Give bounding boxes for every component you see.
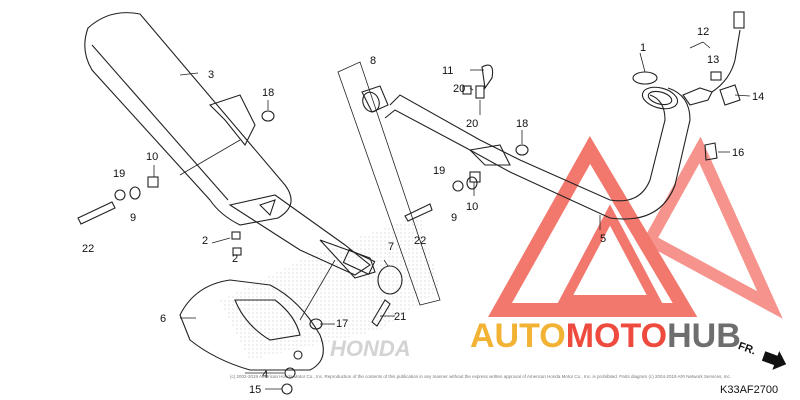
front-direction-label: FR. — [737, 340, 758, 357]
label-19b: 19 — [433, 165, 445, 177]
label-22b: 22 — [414, 235, 426, 247]
label-9a: 9 — [130, 212, 136, 224]
label-18b: 18 — [516, 118, 528, 130]
label-14: 14 — [752, 91, 764, 103]
label-18a: 18 — [262, 87, 274, 99]
gasket-part-1 — [632, 71, 658, 85]
collar-part-18b — [515, 144, 529, 156]
collar-part-10a — [147, 176, 159, 188]
nut-part-16 — [704, 142, 718, 161]
label-11: 11 — [442, 65, 453, 77]
bolt-part-20b — [475, 85, 485, 99]
label-2a: 2 — [202, 235, 208, 247]
washer-part-19a — [114, 189, 126, 201]
label-6: 6 — [160, 313, 166, 325]
heat-shield-part-6 — [179, 279, 324, 371]
clip-part-2a — [231, 231, 241, 240]
pipe-group-outline — [337, 61, 441, 306]
brand-auto: AUTO — [470, 317, 566, 355]
leader-lines — [153, 41, 751, 390]
ring-part-8 — [361, 85, 389, 113]
label-12: 12 — [697, 26, 709, 38]
brand-hub: HUB — [667, 317, 741, 355]
bolt-part-22b — [404, 203, 433, 222]
arrow-right-icon — [761, 351, 787, 370]
bolt-part-22a — [77, 201, 116, 225]
label-1: 1 — [640, 42, 646, 54]
front-direction-marker: FR. — [737, 340, 787, 370]
bolt-part-15 — [281, 383, 293, 395]
honda-watermark-text: HONDA — [330, 336, 411, 361]
band-part-7 — [377, 265, 403, 295]
label-7: 7 — [388, 241, 394, 253]
label-19a: 19 — [113, 168, 125, 180]
clip-part-14 — [719, 84, 741, 106]
label-22a: 22 — [82, 243, 94, 255]
label-16: 16 — [732, 147, 744, 159]
label-20a: 20 — [453, 83, 465, 95]
label-21: 21 — [394, 311, 406, 323]
automotohub-watermark: AUTOMOTOHUB — [470, 317, 741, 355]
muffler-part-3 — [84, 12, 376, 279]
sensor-part-12 — [682, 11, 745, 106]
collar-part-10b — [469, 171, 481, 183]
label-13: 13 — [707, 54, 719, 66]
part-labels: 1 2 2 3 4 5 6 7 8 9 9 10 10 11 12 13 14 … — [82, 26, 764, 396]
collar-part-18a — [261, 110, 275, 122]
washer-part-4 — [284, 367, 296, 379]
honda-background-watermark: HONDA — [220, 215, 440, 361]
copyright-text: (c) 2002-2019 American Honda Motor Co., … — [230, 374, 731, 379]
label-17: 17 — [336, 318, 348, 330]
label-5: 5 — [600, 233, 606, 245]
label-10a: 10 — [146, 151, 158, 163]
brand-moto: MOTO — [566, 317, 667, 355]
label-15: 15 — [249, 384, 261, 396]
rubber-part-9b — [466, 176, 478, 190]
exhaust-pipe-part-5 — [384, 86, 691, 220]
washer-part-19b — [452, 180, 464, 192]
label-8: 8 — [370, 55, 376, 67]
clip-part-2b — [232, 247, 242, 256]
bolt-part-21 — [371, 299, 391, 327]
label-4: 4 — [262, 369, 268, 381]
label-2b: 2 — [232, 253, 238, 265]
stay-part-11 — [481, 64, 494, 90]
label-9b: 9 — [451, 212, 457, 224]
label-20b: 20 — [466, 118, 478, 130]
bolt-part-20a — [462, 85, 472, 95]
autmotohub-triangle-logo — [488, 136, 783, 319]
label-10b: 10 — [466, 201, 478, 213]
diagram-code: K33AF2700 — [720, 384, 778, 396]
label-3: 3 — [208, 69, 214, 81]
rubber-part-9a — [129, 186, 141, 200]
